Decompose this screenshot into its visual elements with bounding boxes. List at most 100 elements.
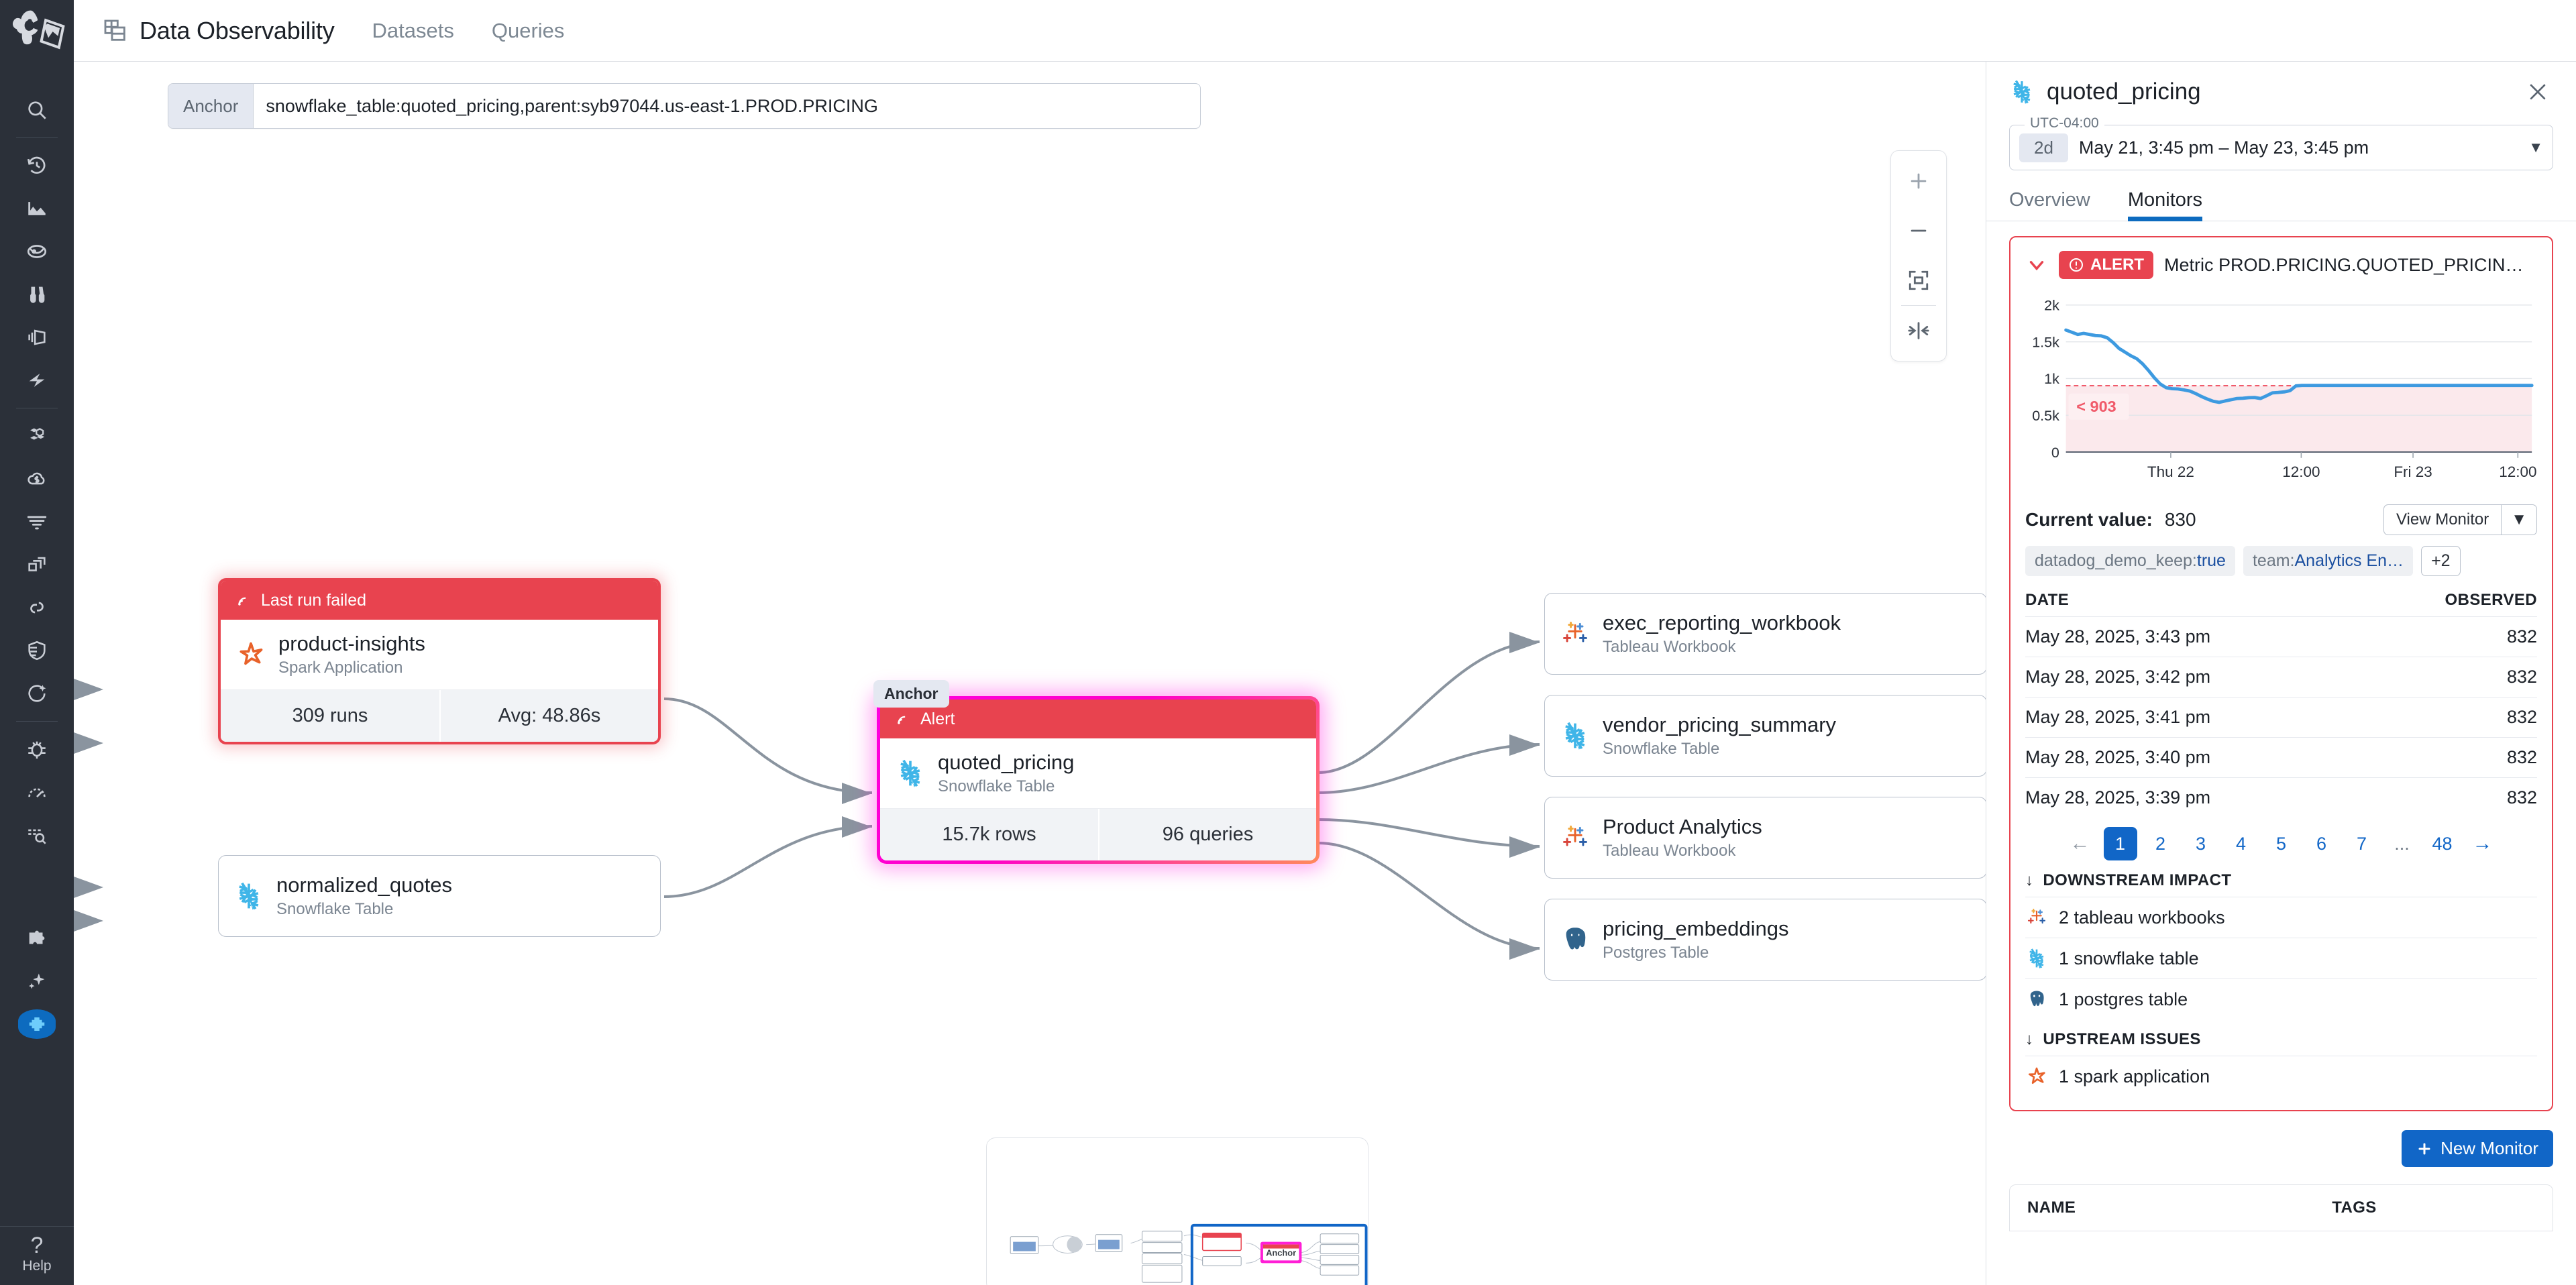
node-body: exec_reporting_workbook Tableau Workbook <box>1545 594 1986 674</box>
pagination-page[interactable]: 7 <box>2356 833 2367 854</box>
observations-table-header: DATE OBSERVED <box>2025 591 2537 616</box>
new-monitor-button[interactable]: New Monitor <box>2402 1130 2553 1167</box>
node-body: Product Analytics Tableau Workbook <box>1545 797 1986 878</box>
tag-chip[interactable]: datadog_demo_keep:true <box>2025 546 2235 576</box>
pagination-page[interactable]: 1 <box>2103 827 2137 860</box>
list-item[interactable]: 1 spark application <box>2025 1056 2537 1097</box>
error-tracking-bug-icon[interactable] <box>0 728 74 771</box>
zoom-out-icon[interactable] <box>1890 206 1947 256</box>
logs-icon[interactable] <box>0 316 74 359</box>
monitor-list: NAME TAGS <box>2009 1184 2553 1231</box>
pagination: ← 1 2 3 4 5 6 7 ... 48 → <box>2025 827 2537 860</box>
fit-to-screen-icon[interactable] <box>1890 256 1947 305</box>
anchor-search-bar[interactable]: Anchor snowflake_table:quoted_pricing,pa… <box>168 83 1201 129</box>
view-monitor-button[interactable]: View Monitor <box>2396 510 2489 528</box>
log-pipelines-icon[interactable] <box>0 500 74 543</box>
time-range-picker[interactable]: UTC-04:00 2d May 21, 3:45 pm – May 23, 3… <box>2009 115 2553 170</box>
watchdog-history-icon[interactable] <box>0 144 74 187</box>
lineage-node-quoted-pricing[interactable]: Alert quoted_pricing Snowflake Table <box>877 696 1320 864</box>
resource-catalog-icon[interactable] <box>0 543 74 586</box>
cloud-cost-icon[interactable] <box>0 457 74 500</box>
cell-date: May 28, 2025, 3:41 pm <box>2025 707 2211 727</box>
lineage-node-product-analytics[interactable]: Product Analytics Tableau Workbook <box>1544 797 1986 879</box>
spark-icon <box>2025 1065 2048 1088</box>
pagination-page[interactable]: 6 <box>2316 833 2327 854</box>
pagination-next[interactable]: → <box>2472 832 2493 854</box>
anchor-input[interactable]: snowflake_table:quoted_pricing,parent:sy… <box>266 95 878 116</box>
bits-ai-active-icon[interactable] <box>0 1003 74 1046</box>
node-status-text: Alert <box>920 709 955 728</box>
panel-body: ALERT Metric PROD.PRICING.QUOTED_PRICIN…… <box>1986 221 2576 1285</box>
help-label: Help <box>22 1258 52 1274</box>
lineage-node-product-insights[interactable]: Last run failed product-insights Spark A… <box>218 578 661 744</box>
security-shield-icon[interactable] <box>0 629 74 672</box>
ai-observability-icon[interactable] <box>0 672 74 715</box>
sparkles-ai-icon[interactable] <box>0 960 74 1003</box>
cell-date: May 28, 2025, 3:42 pm <box>2025 667 2211 687</box>
events-bolt-icon[interactable] <box>0 359 74 402</box>
lineage-node-pricing-embeddings[interactable]: pricing_embeddings Postgres Table <box>1544 899 1986 981</box>
duration-pill[interactable]: 2d <box>2019 133 2068 162</box>
pagination-page[interactable]: 5 <box>2275 833 2287 854</box>
monitor-list-header: NAME TAGS <box>2010 1185 2553 1231</box>
cell-date: May 28, 2025, 3:40 pm <box>2025 747 2211 767</box>
pagination-prev[interactable]: ← <box>2070 832 2090 854</box>
node-title: Product Analytics <box>1603 815 1762 838</box>
lineage-canvas[interactable]: Anchor snowflake_table:quoted_pricing,pa… <box>74 62 1986 1285</box>
help-button[interactable]: ? Help <box>22 1233 51 1285</box>
infrastructure-icon[interactable] <box>0 414 74 457</box>
tag-chip[interactable]: team:Analytics En… <box>2243 546 2414 576</box>
lineage-node-exec-reporting-workbook[interactable]: exec_reporting_workbook Tableau Workbook <box>1544 593 1986 675</box>
dashboards-icon[interactable] <box>0 187 74 230</box>
pagination-page[interactable]: 2 <box>2155 833 2166 854</box>
canvas-minimap[interactable]: Anchor <box>986 1137 1368 1285</box>
svg-text:1.5k: 1.5k <box>2032 334 2059 350</box>
datadog-logo-icon[interactable] <box>9 9 65 58</box>
zoom-in-icon[interactable] <box>1890 156 1947 206</box>
pagination-page[interactable]: 48 <box>2432 833 2453 854</box>
node-stats: 309 runs Avg: 48.86s <box>221 689 658 742</box>
status-badge: ALERT <box>2059 251 2153 279</box>
table-row: May 28, 2025, 3:40 pm 832 <box>2025 737 2537 777</box>
search-icon[interactable] <box>0 89 74 131</box>
view-monitor-caret-icon[interactable]: ▼ <box>2501 505 2536 535</box>
apm-binoculars-icon[interactable] <box>0 273 74 316</box>
node-body: product-insights Spark Application <box>221 620 658 689</box>
log-explorer-icon[interactable] <box>0 814 74 856</box>
lineage-node-normalized-quotes[interactable]: normalized_quotes Snowflake Table <box>218 855 661 937</box>
current-value: 830 <box>2164 509 2196 530</box>
node-body: vendor_pricing_summary Snowflake Table <box>1545 695 1986 776</box>
performance-gauge-icon[interactable] <box>0 771 74 814</box>
list-item[interactable]: 1 snowflake table <box>2025 938 2537 979</box>
pagination-page[interactable]: 4 <box>2235 833 2247 854</box>
nav-tab-datasets[interactable]: Datasets <box>372 18 454 42</box>
current-value-label: Current value: <box>2025 509 2153 530</box>
content-area: Anchor snowflake_table:quoted_pricing,pa… <box>74 62 2576 1285</box>
lineage-node-vendor-pricing-summary[interactable]: vendor_pricing_summary Snowflake Table <box>1544 695 1986 777</box>
tab-monitors[interactable]: Monitors <box>2127 189 2203 221</box>
close-icon[interactable] <box>2522 76 2553 107</box>
tag-more-button[interactable]: +2 <box>2421 546 2461 576</box>
chevron-down-icon[interactable]: ▼ <box>2528 139 2543 156</box>
collapse-lineage-icon[interactable] <box>1890 306 1947 355</box>
monitors-icon[interactable] <box>0 230 74 273</box>
list-item[interactable]: 2 tableau workbooks <box>2025 897 2537 938</box>
nav-tab-queries[interactable]: Queries <box>491 18 565 42</box>
tab-overview[interactable]: Overview <box>2009 189 2090 211</box>
column-header-name: NAME <box>2027 1198 2076 1217</box>
node-body: pricing_embeddings Postgres Table <box>1545 899 1986 980</box>
integrations-puzzle-icon[interactable] <box>0 917 74 960</box>
node-title: vendor_pricing_summary <box>1603 713 1837 736</box>
chevron-down-icon[interactable] <box>2025 254 2048 276</box>
list-item[interactable]: 1 postgres table <box>2025 979 2537 1019</box>
alert-name[interactable]: Metric PROD.PRICING.QUOTED_PRICIN… <box>2164 254 2524 275</box>
pagination-page[interactable]: 3 <box>2195 833 2206 854</box>
page-title: Data Observability <box>140 16 335 44</box>
panel-title: quoted_pricing <box>2047 78 2201 105</box>
node-subtitle: Tableau Workbook <box>1603 637 1736 656</box>
link-chain-icon[interactable] <box>0 586 74 629</box>
list-item-label: 2 tableau workbooks <box>2059 907 2225 928</box>
node-subtitle: Snowflake Table <box>938 777 1055 795</box>
